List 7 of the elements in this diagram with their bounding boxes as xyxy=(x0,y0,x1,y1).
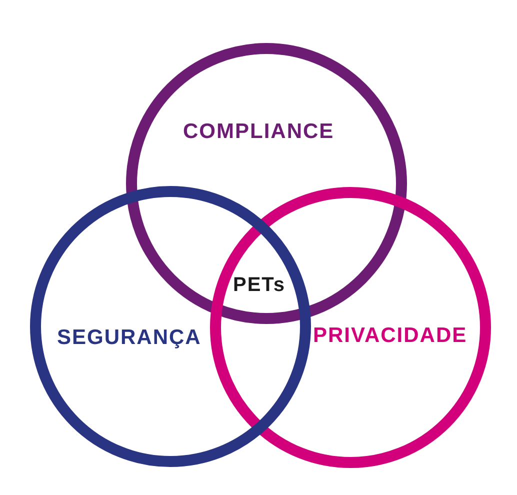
venn-circle xyxy=(210,187,491,468)
overlap-label: PETs xyxy=(233,275,286,295)
set-label: SEGURANÇA xyxy=(57,327,202,348)
set-label: COMPLIANCE xyxy=(183,121,334,142)
venn-circle xyxy=(30,186,311,467)
venn-circle xyxy=(126,43,407,324)
set-label: PRIVACIDADE xyxy=(313,325,468,346)
